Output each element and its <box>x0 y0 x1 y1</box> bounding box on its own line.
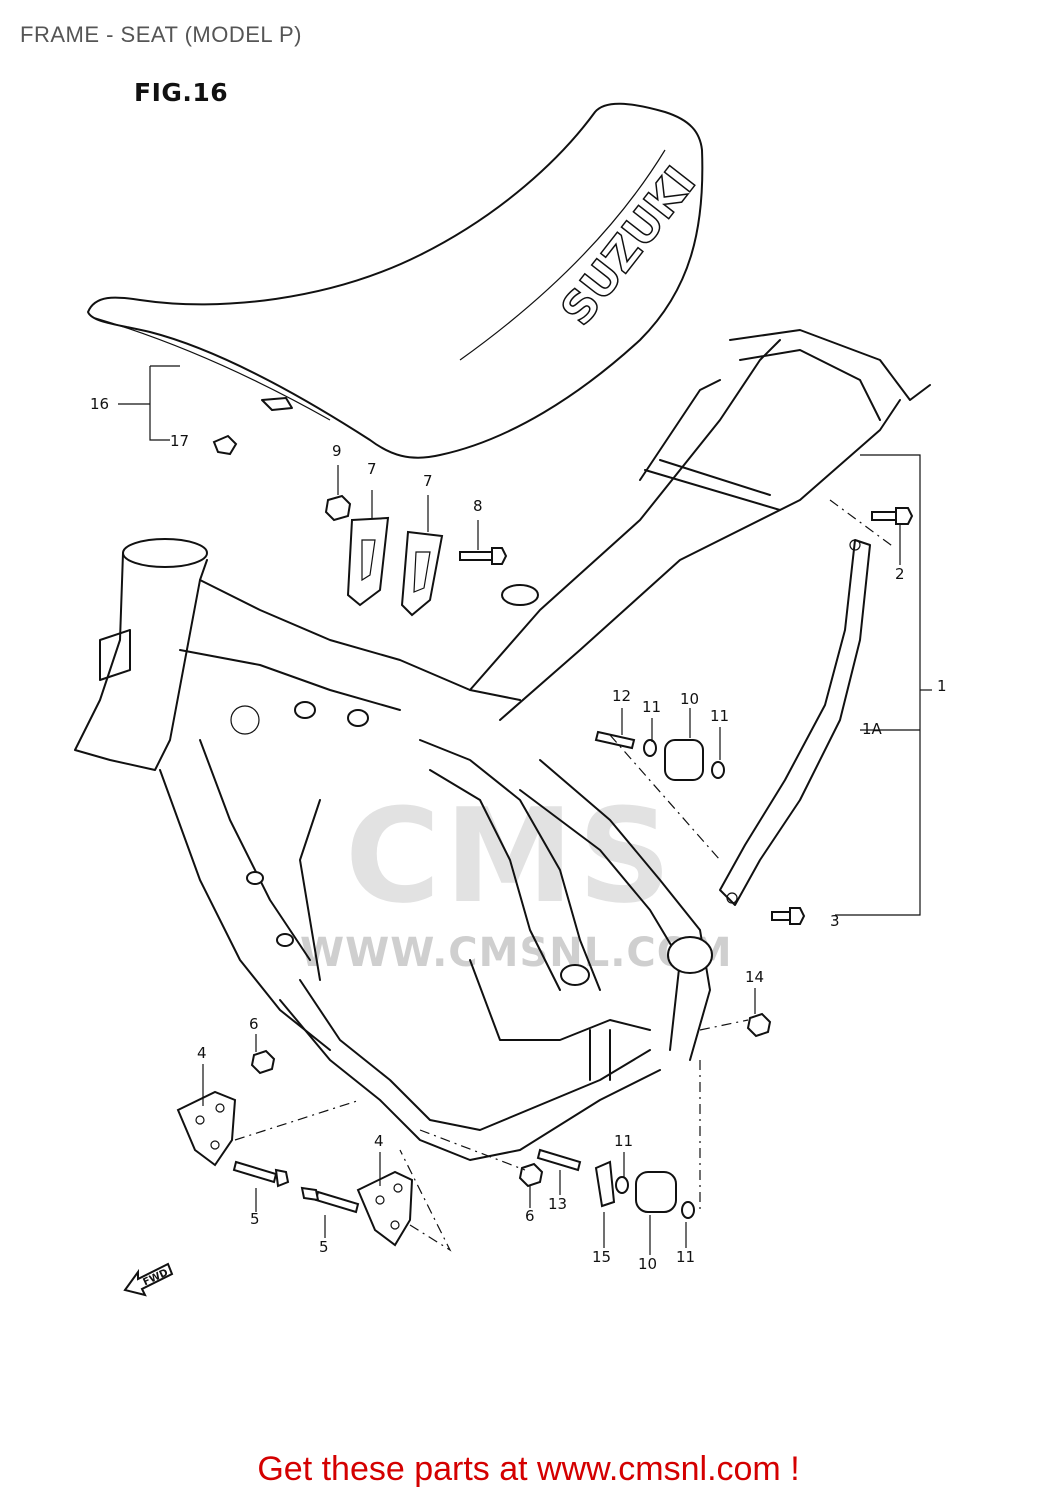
figure-label: FIG.16 <box>134 78 229 107</box>
callout-5-left: 5 <box>250 1210 260 1228</box>
engine-plates <box>176 1090 414 1247</box>
fwd-arrow-icon: FWD <box>123 1262 174 1297</box>
callout-7-left: 7 <box>367 460 377 478</box>
leader-lines <box>202 454 932 1255</box>
parts-diagram: SUZUKI <box>74 102 932 1297</box>
callout-10-bottom: 10 <box>638 1255 658 1273</box>
callout-5-right: 5 <box>319 1238 329 1256</box>
callout-14: 14 <box>745 968 765 986</box>
callout-11-bottom-a: 11 <box>614 1132 634 1150</box>
seat-brand-text: SUZUKI <box>552 157 706 335</box>
watermark-text: WWW.CMSNL.COM <box>300 930 733 976</box>
callout-4-left: 4 <box>197 1044 207 1062</box>
callout-4-right: 4 <box>374 1132 384 1150</box>
callout-3: 3 <box>830 912 840 930</box>
callout-8: 8 <box>473 497 483 515</box>
callout-10-top: 10 <box>680 690 700 708</box>
footer-link[interactable]: Get these parts at www.cmsnl.com ! <box>257 1450 800 1488</box>
fasteners <box>232 494 914 1219</box>
engine-mount-plates <box>346 516 444 617</box>
main-frame <box>74 329 931 1161</box>
seat-bolt <box>212 434 238 456</box>
seat: SUZUKI <box>87 102 707 459</box>
page-title: FRAME - SEAT (MODEL P) <box>20 22 302 47</box>
callout-11-top-a: 11 <box>642 698 662 716</box>
callout-15: 15 <box>592 1248 612 1266</box>
callout-12: 12 <box>612 687 632 705</box>
callout-1: 1 <box>937 677 947 695</box>
callout-11-top-b: 11 <box>710 707 730 725</box>
callout-1A: 1A <box>862 720 882 738</box>
callout-6-bottom: 6 <box>525 1207 535 1225</box>
callout-17: 17 <box>170 432 190 450</box>
callout-16: 16 <box>90 395 110 413</box>
callout-2: 2 <box>895 565 905 583</box>
callout-9: 9 <box>332 442 342 460</box>
callout-11-bottom-b: 11 <box>676 1248 696 1266</box>
callout-6-left: 6 <box>249 1015 259 1033</box>
rear-subframe-1A <box>719 539 871 906</box>
callout-7-right: 7 <box>423 472 433 490</box>
callout-13: 13 <box>548 1195 568 1213</box>
